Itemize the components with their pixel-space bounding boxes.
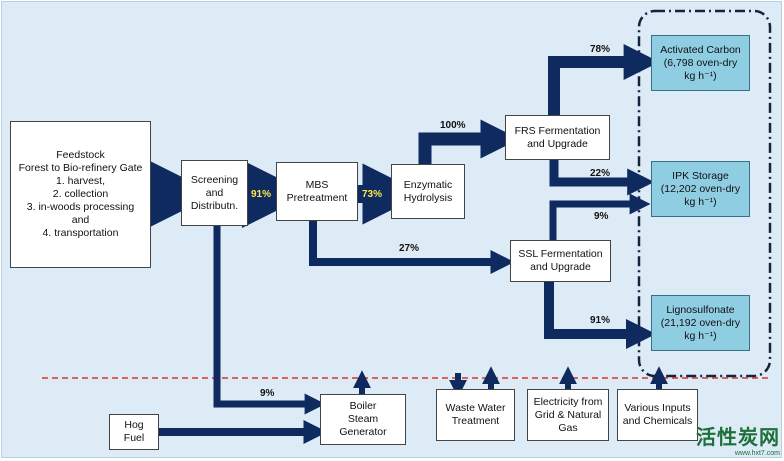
lignosulfonate-box: Lignosulfonate (21,192 oven-dry kg h⁻¹)	[651, 295, 750, 351]
pct-ssl-lignosulfonate: 91%	[590, 315, 611, 326]
frs-fermentation-box: FRS Fermentation and Upgrade	[505, 115, 610, 160]
watermark-name: 活性炭网	[696, 427, 780, 449]
arrow-ssl-ipk	[549, 193, 651, 240]
arrow-frs-ipk	[549, 160, 655, 196]
products-container	[637, 9, 772, 378]
pct-mbs-enzymatic: 73%	[362, 189, 383, 200]
arrow-enzymatic-frs	[418, 119, 520, 164]
boiler-steam-generator-box: Boiler Steam Generator	[320, 394, 406, 445]
various-inputs-box: Various Inputs and Chemicals	[617, 389, 698, 441]
pct-frs-ipk: 22%	[590, 168, 611, 179]
ssl-fermentation-box: SSL Fermentation and Upgrade	[510, 240, 611, 282]
activated-carbon-box: Activated Carbon (6,798 oven-dry kg h⁻¹)	[651, 35, 750, 91]
hog-fuel-box: Hog Fuel	[109, 414, 159, 450]
arrow-mbs-ssl	[309, 220, 515, 274]
pct-screening-boiler: 9%	[260, 388, 275, 399]
enzymatic-hydrolysis-box: Enzymatic Hydrolysis	[391, 164, 465, 219]
pct-enzymatic-frs: 100%	[440, 120, 466, 131]
arrow-ssl-lignosulfonate	[544, 282, 656, 349]
screening-box: Screening and Distributn.	[181, 160, 248, 226]
arrow-screening-boiler	[213, 218, 326, 415]
pct-ssl-ipk: 9%	[594, 211, 609, 222]
watermark-url: www.hxt7.com	[734, 450, 780, 457]
waste-water-treatment-box: Waste Water Treatment	[436, 389, 515, 441]
pct-frs-activated-carbon: 78%	[590, 44, 611, 55]
electricity-box: Electricity from Grid & Natural Gas	[527, 389, 609, 441]
pct-screening-mbs: 91%	[251, 189, 272, 200]
watermark: 活性炭网 www.hxt7.com	[696, 421, 780, 457]
pct-mbs-ssl: 27%	[399, 243, 420, 254]
arrow-frs-activated-carbon	[548, 44, 660, 115]
feedstock-box: Feedstock Forest to Bio-refinery Gate 1.…	[10, 121, 151, 268]
ipk-storage-box: IPK Storage (12,202 oven-dry kg h⁻¹)	[651, 161, 750, 217]
mbs-pretreatment-box: MBS Pretreatment	[276, 162, 358, 221]
